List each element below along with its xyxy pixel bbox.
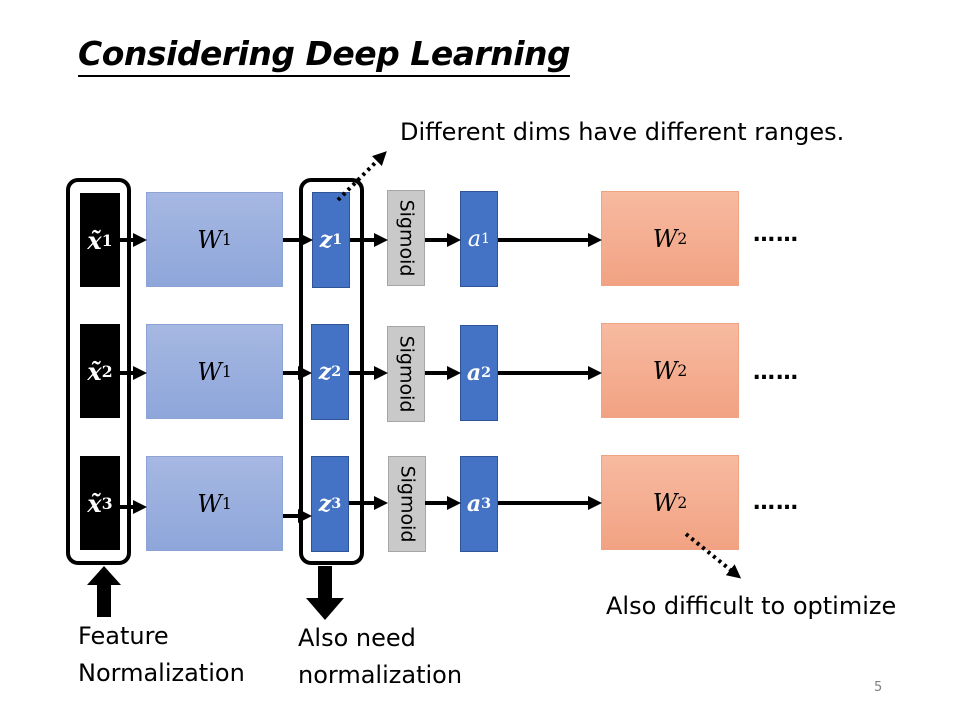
w2-label: W [652,356,678,385]
annotation-different-ranges: Different dims have different ranges. [400,118,845,146]
z1-label: z [319,227,333,253]
w1-label: W [197,357,222,386]
a3-label: a [466,491,482,517]
a2-sup: 2 [481,365,492,381]
dotted-arrow-optimize [684,532,742,579]
page-number: 5 [874,680,883,695]
slide-title: Considering Deep Learning [78,34,571,77]
z2-label: z [318,359,332,385]
z1-sup: 1 [332,232,343,248]
w1-label: W [197,489,222,518]
input-x2: x̃2 [80,324,120,418]
z2-sup: 2 [331,364,342,380]
input-x1-label: x̃ [87,225,102,255]
w2-label: W [652,224,678,253]
w1-sup: 1 [221,362,232,381]
z3-sup: 3 [331,496,342,512]
input-x1-sup: 1 [101,230,113,250]
a1-sup: 1 [481,231,491,247]
dotted-arrow-ranges [336,151,387,202]
annotation-difficult-optimize: Also difficult to optimize [606,592,897,620]
also-need-normalization-line1: Also need [298,624,416,652]
w1-sup: 1 [221,230,232,249]
ellipsis-2: …… [753,360,799,385]
w2-sup: 2 [677,229,688,248]
a2-label: a [466,360,482,386]
w1-label: W [197,225,222,254]
sigmoid-box-1: Sigmoid [387,190,425,286]
input-x2-sup: 2 [101,361,113,381]
also-need-normalization-line2: normalization [298,661,463,689]
z3-label: z [318,491,332,517]
up-block-arrow [87,566,121,617]
w2-sup: 2 [677,361,688,380]
feature-normalization-line2: Normalization [78,659,245,687]
w2-label: W [652,488,678,517]
w2-sup: 2 [677,493,688,512]
feature-normalization-line1: Feature [78,622,169,650]
ellipsis-1: …… [753,222,799,247]
input-x1: x̃1 [80,193,120,287]
input-x3-label: x̃ [87,488,102,518]
row3-arrows [120,496,602,523]
w1-sup: 1 [221,494,232,513]
down-block-arrow [306,566,344,620]
a1-label: a [467,226,481,252]
input-x3-sup: 3 [101,493,113,513]
input-x3: x̃3 [80,456,120,550]
a3-sup: 3 [481,496,492,512]
ellipsis-3: …… [753,490,799,515]
input-x2-label: x̃ [87,356,102,386]
